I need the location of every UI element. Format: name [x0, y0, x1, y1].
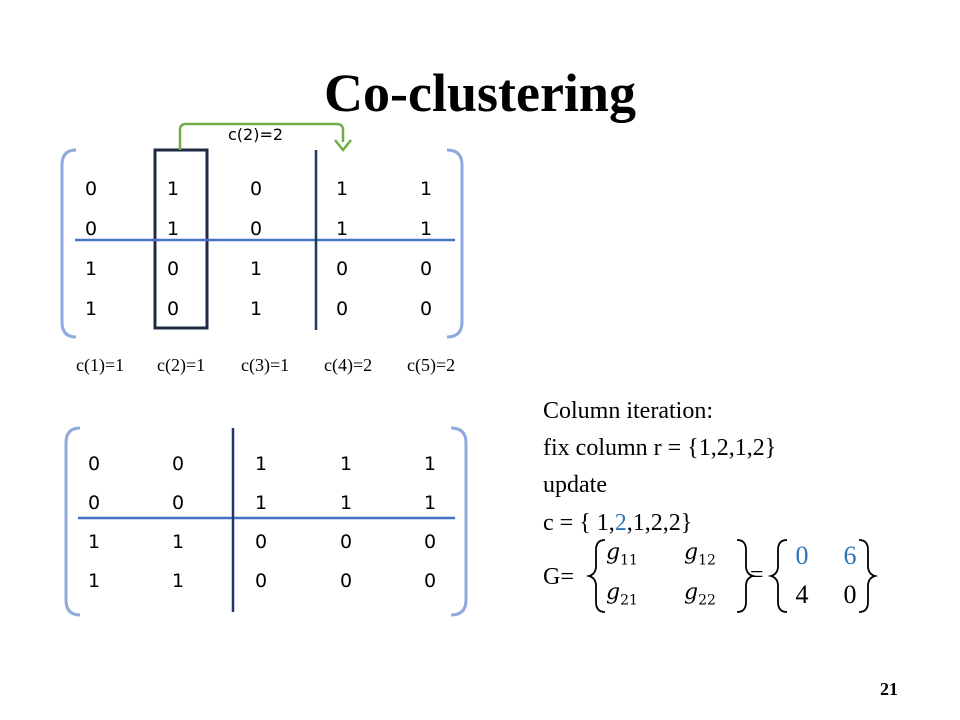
g-symbol-cell: g12 — [684, 540, 716, 569]
top-right-bracket — [446, 148, 464, 339]
column-label: c(2)=1 — [157, 355, 206, 375]
g-symbol-cell: g22 — [684, 580, 716, 609]
matrix-cell: 1 — [84, 298, 98, 320]
g-symbol-cell: g11 — [606, 540, 638, 569]
matrix-cell: 0 — [171, 453, 185, 475]
matrix-cell: 0 — [335, 258, 349, 280]
matrix-cell: 0 — [423, 570, 437, 592]
matrix-cell: 0 — [335, 298, 349, 320]
matrix-cell: 1 — [423, 492, 437, 514]
matrix-cell: 1 — [87, 570, 101, 592]
column-label: c(3)=1 — [241, 355, 290, 375]
g-left-brace — [585, 539, 606, 613]
c-suffix: ,1,2,2} — [626, 510, 693, 536]
matrix-cell: 1 — [171, 570, 185, 592]
g-subscript: 22 — [698, 592, 716, 609]
matrix-cell: 0 — [339, 570, 353, 592]
swap-label: c(2)=2 — [228, 125, 284, 144]
swap-arrow — [178, 122, 345, 150]
g-subscript: 11 — [620, 552, 638, 569]
matrix-cell: 0 — [87, 453, 101, 475]
matrix-cell: 0 — [84, 178, 98, 200]
matrix-cell: 0 — [419, 298, 433, 320]
matrix-cell: 1 — [339, 453, 353, 475]
page-number: 21 — [880, 679, 898, 699]
matrix-cell: 1 — [87, 531, 101, 553]
matrix-cell: 1 — [166, 218, 180, 240]
swap-arrow-head — [334, 139, 352, 153]
matrix-cell: 1 — [423, 453, 437, 475]
column-label: c(5)=2 — [407, 355, 456, 375]
g-value-cell: 6 — [843, 541, 857, 570]
matrix-cell: 0 — [339, 531, 353, 553]
bottom-left-bracket — [64, 426, 81, 617]
matrix-cell: 1 — [335, 178, 349, 200]
g-value-cell: 4 — [795, 580, 809, 609]
c-prefix: c = { 1, — [543, 510, 615, 536]
matrix-cell: 1 — [254, 453, 268, 475]
matrix-cell: 1 — [254, 492, 268, 514]
matrix-cell: 1 — [249, 258, 263, 280]
equals-sign: = — [750, 562, 764, 588]
bottom-right-bracket — [450, 426, 468, 617]
explanation-line-3: update — [543, 472, 607, 498]
g-subscript: 21 — [620, 592, 638, 609]
g-value-cell: 0 — [795, 541, 809, 570]
matrix-cell: 1 — [335, 218, 349, 240]
explanation-line-1: Column iteration: — [543, 398, 713, 424]
matrix-cell: 0 — [249, 218, 263, 240]
g-label: G= — [543, 564, 574, 590]
matrix-cell: 0 — [423, 531, 437, 553]
top-left-bracket — [60, 148, 77, 339]
matrix-cell: 1 — [419, 178, 433, 200]
explanation-line-4: c = { 1,2,1,2,2} — [543, 508, 692, 538]
slide-title: Co-clustering — [324, 63, 636, 123]
matrix-cell: 0 — [166, 258, 180, 280]
matrix-cell: 0 — [166, 298, 180, 320]
matrix-cell: 0 — [84, 218, 98, 240]
matrix-cell: 0 — [254, 570, 268, 592]
matrix-cell: 1 — [339, 492, 353, 514]
matrix-cell: 0 — [171, 492, 185, 514]
g-symbol-cell: g21 — [606, 580, 638, 609]
matrix-cell: 1 — [84, 258, 98, 280]
g-right-brace — [736, 539, 757, 613]
matrix-cell: 0 — [249, 178, 263, 200]
matrix-cell: 0 — [254, 531, 268, 553]
column-label: c(4)=2 — [324, 355, 373, 375]
matrix-cell: 1 — [249, 298, 263, 320]
matrix-cell: 0 — [87, 492, 101, 514]
g-subscript: 12 — [698, 552, 716, 569]
c-highlight: 2 — [614, 510, 627, 536]
v-right-brace — [858, 539, 879, 613]
matrix-cell: 1 — [419, 218, 433, 240]
v-left-brace — [767, 539, 788, 613]
matrix-cell: 1 — [171, 531, 185, 553]
g-value-cell: 0 — [843, 580, 857, 609]
matrix-cell: 1 — [166, 178, 180, 200]
column-label: c(1)=1 — [76, 355, 125, 375]
matrix-cell: 0 — [419, 258, 433, 280]
explanation-line-2: fix column r = {1,2,1,2} — [543, 435, 777, 461]
